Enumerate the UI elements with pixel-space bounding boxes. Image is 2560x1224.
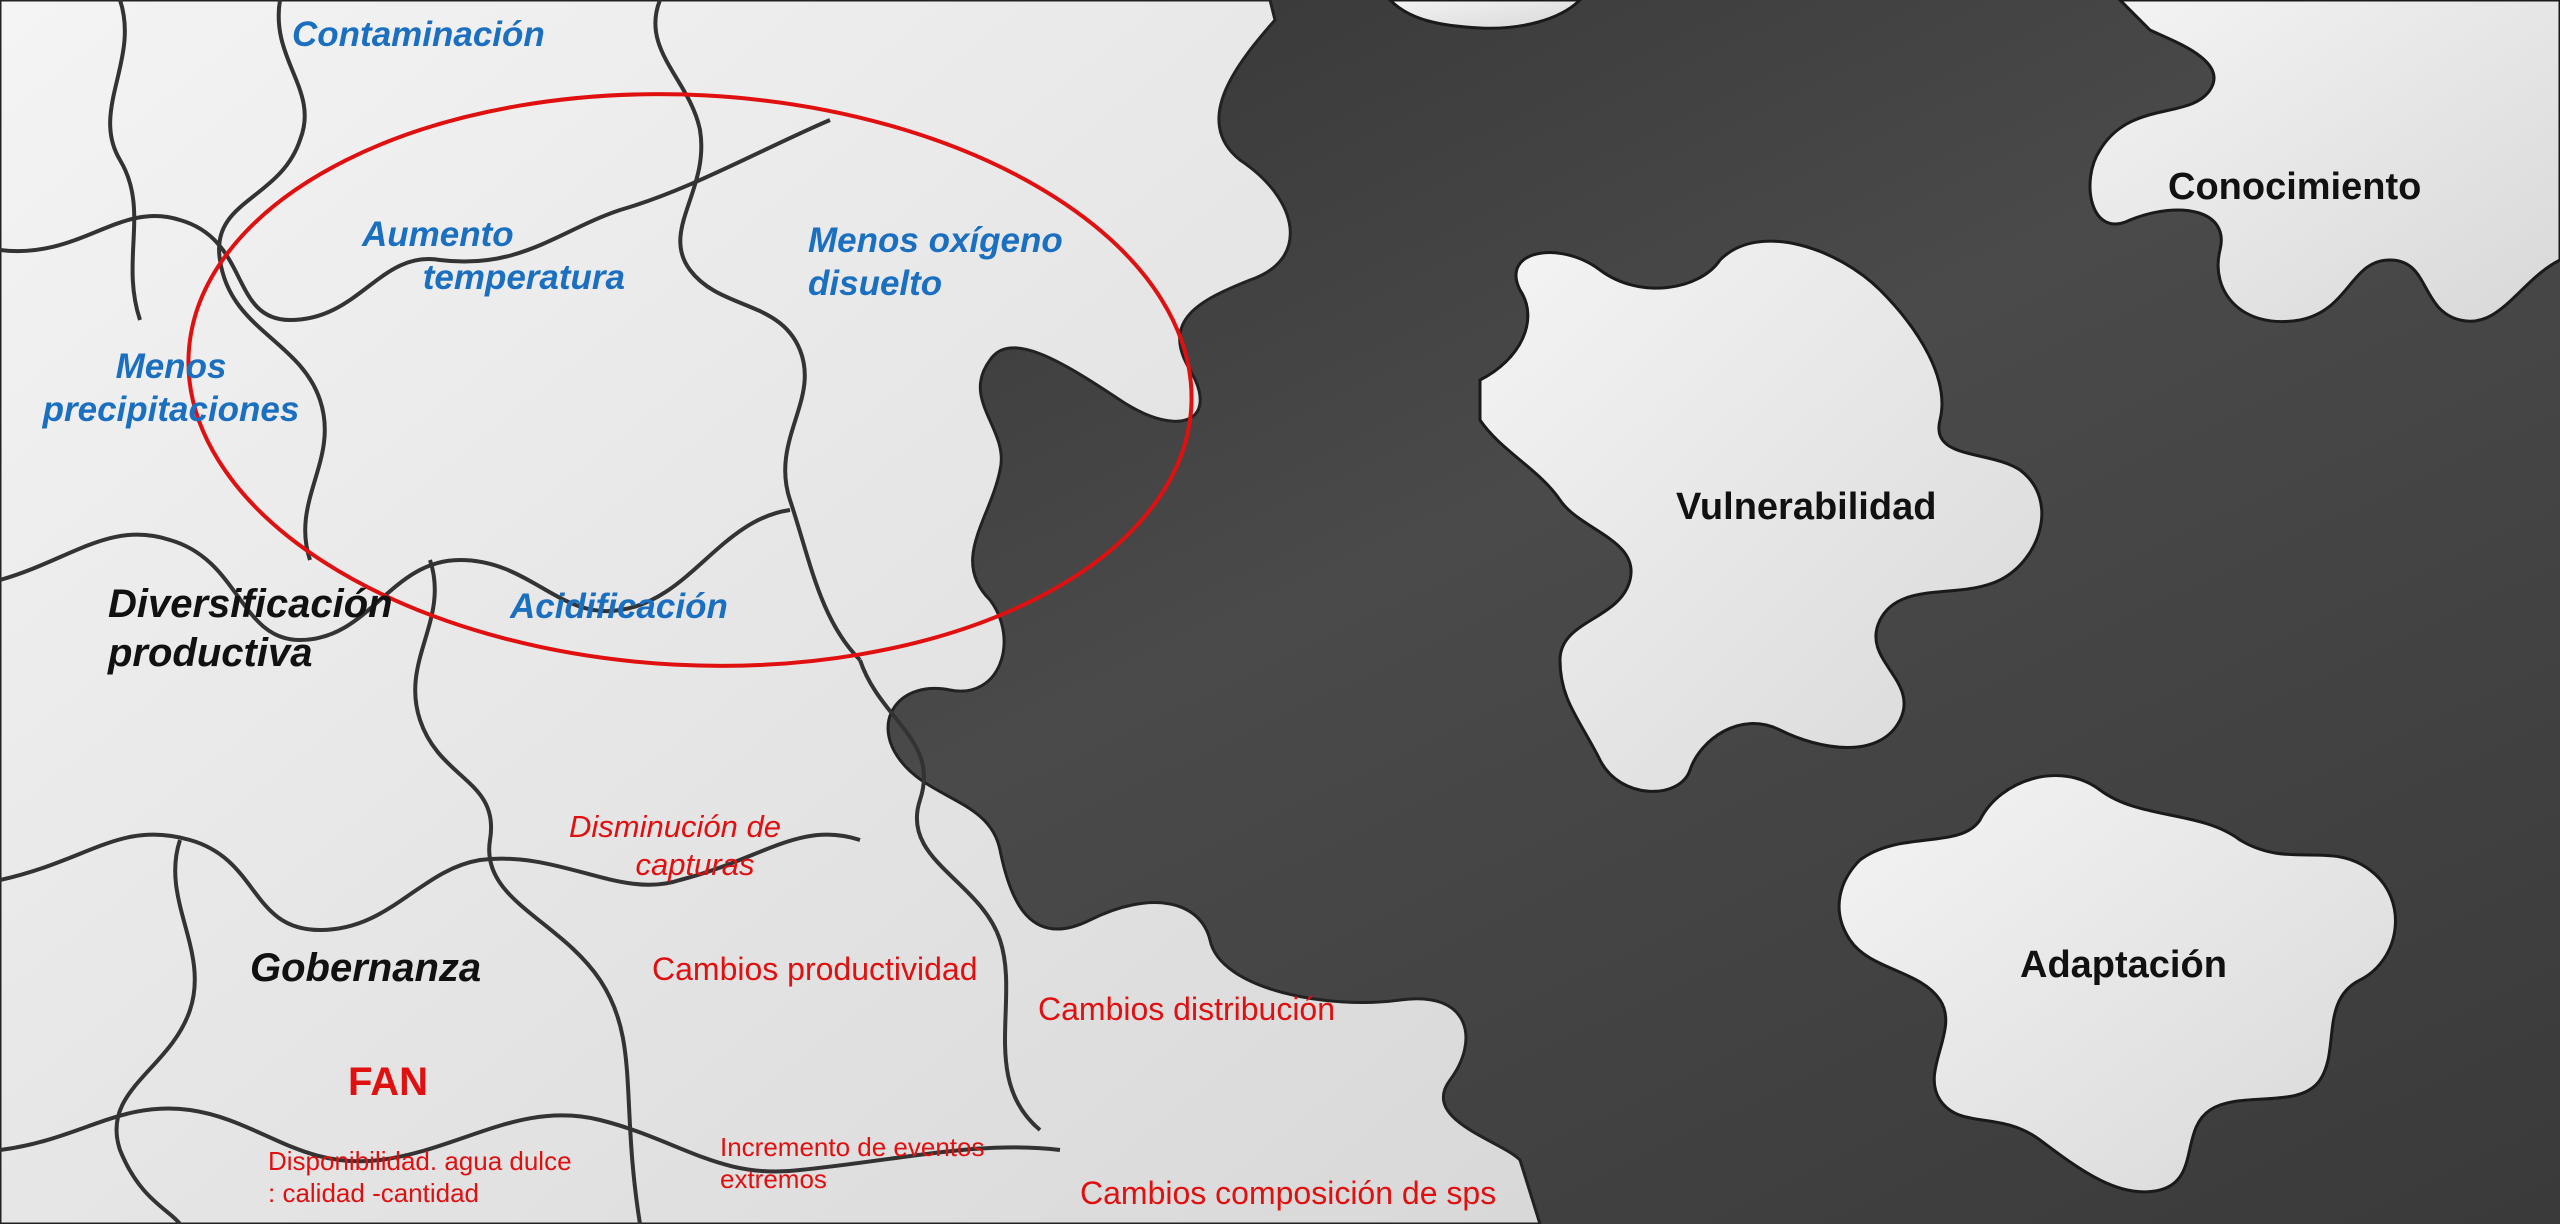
label-incremento-line2: extremos: [720, 1163, 827, 1194]
puzzle-seams: [0, 0, 1061, 1224]
label-adaptacion: Adaptación: [2020, 944, 2227, 986]
label-disminucion-line1: Disminución de: [569, 809, 781, 844]
label-conocimiento: Conocimiento: [2168, 166, 2422, 208]
label-disminucion-line2: capturas: [635, 846, 755, 882]
highlight-ellipse: [186, 92, 1194, 668]
label-precip-line2: precipitaciones: [42, 389, 300, 429]
label-vulnerabilidad: Vulnerabilidad: [1676, 486, 1937, 528]
label-cambios-productividad: Cambios productividad: [652, 951, 978, 987]
label-oxigeno-line2: disuelto: [808, 263, 943, 303]
label-incremento-eventos: Incremento de eventos extremos: [720, 1132, 985, 1195]
label-cambios-composicion: Cambios composición de sps: [1080, 1175, 1497, 1211]
label-cambios-distribucion: Cambios distribución: [1038, 991, 1336, 1027]
label-contaminacion: Contaminación: [292, 15, 545, 54]
label-precip-line1: Menos: [115, 347, 227, 386]
label-acidificacion: Acidificación: [510, 587, 728, 626]
label-oxigeno-line1: Menos oxígeno: [808, 221, 1063, 260]
label-diversif-line2: productiva: [108, 630, 313, 675]
label-disponibilidad-line2: : calidad -cantidad: [268, 1177, 480, 1208]
assembled-puzzle: [0, 0, 1542, 1224]
puzzle-piece-vulnerabilidad: [1478, 239, 2044, 793]
label-fan: FAN: [348, 1060, 428, 1104]
label-disminucion-capturas: Disminución de capturas: [550, 808, 800, 884]
label-diversificacion-productiva: Diversificación productiva: [108, 580, 393, 678]
puzzle-piece-adaptacion: [1837, 774, 2397, 1194]
label-disponibilidad-agua: Disponibilidad. agua dulce : calidad -ca…: [268, 1146, 572, 1209]
label-disponibilidad-line1: Disponibilidad. agua dulce: [268, 1146, 572, 1176]
label-incremento-line1: Incremento de eventos: [720, 1132, 985, 1162]
label-menos-oxigeno: Menos oxígeno disuelto: [808, 220, 1063, 305]
puzzle-piece-partial-top: [1387, 0, 1583, 30]
puzzle-piece-conocimiento: [2088, 0, 2560, 323]
label-diversif-line1: Diversificación: [108, 582, 393, 626]
label-gobernanza: Gobernanza: [250, 946, 482, 990]
label-menos-precipitaciones: Menos precipitaciones: [36, 346, 306, 431]
label-aumento-line2: temperatura: [422, 257, 625, 297]
label-aumento-temperatura: Aumento temperatura: [350, 214, 670, 299]
label-aumento-line1: Aumento: [362, 215, 514, 254]
